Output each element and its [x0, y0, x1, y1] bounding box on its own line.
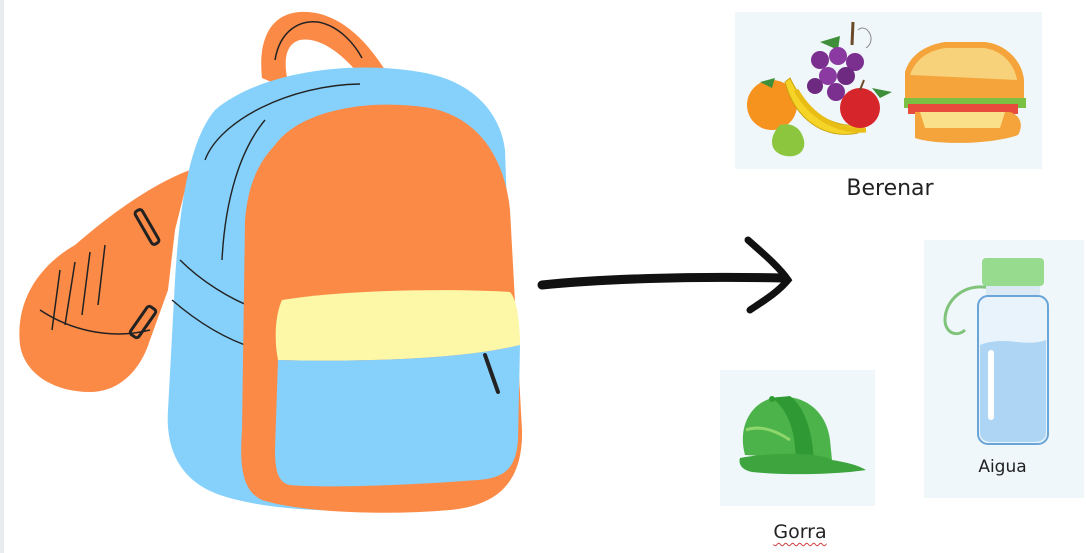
- cap-label-text: Gorra: [773, 521, 826, 543]
- cap-image: [740, 396, 867, 474]
- snack-image: [747, 22, 1026, 156]
- arrow-icon: [542, 240, 788, 310]
- pocket-flap: [276, 290, 520, 361]
- front-pocket: [275, 345, 520, 486]
- pear-icon: [772, 124, 804, 156]
- apple-icon: [840, 80, 892, 128]
- water-label: Aigua: [940, 457, 1065, 477]
- water-bottle-image: [945, 258, 1048, 444]
- sandwich-icon: [904, 42, 1026, 143]
- backpack-side-strap: [19, 170, 190, 392]
- snack-label: Berenar: [790, 176, 990, 201]
- cap-label: Gorra: [740, 521, 860, 543]
- backpack-image: [19, 12, 522, 513]
